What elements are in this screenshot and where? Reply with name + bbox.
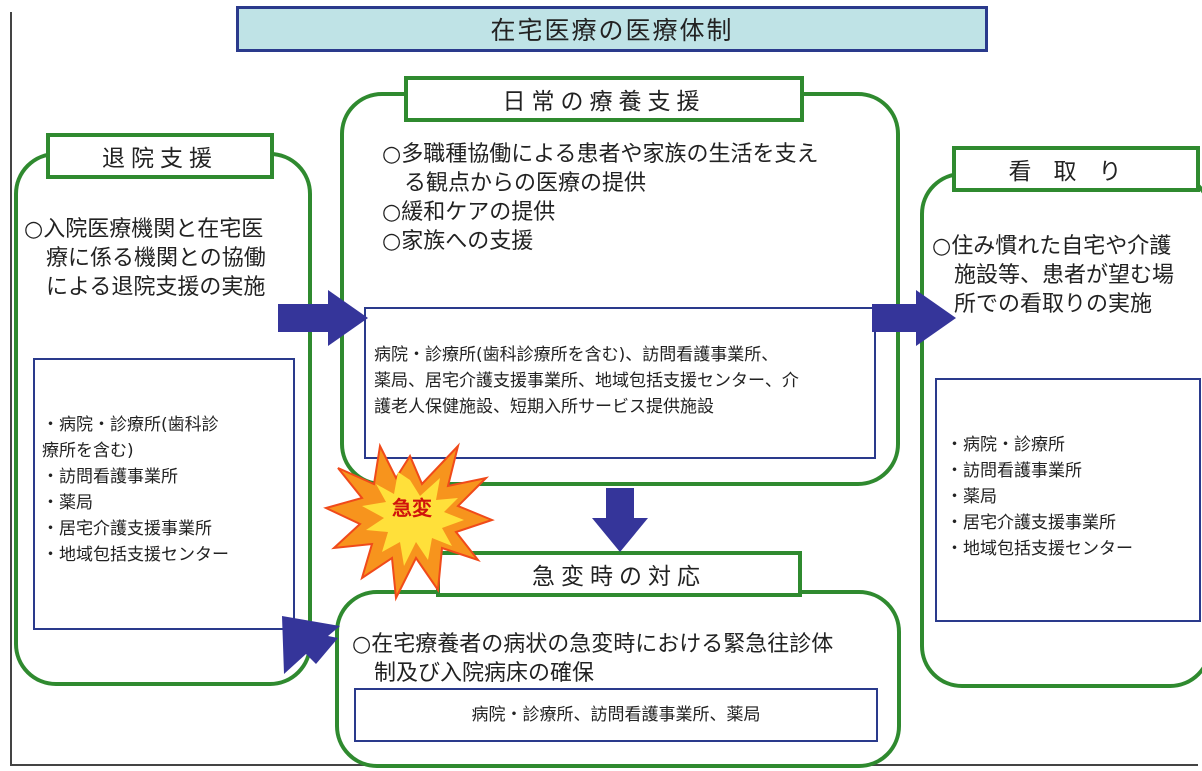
end-of-life-desc: ○住み慣れた自宅や介護 施設等、患者が望む場 所での看取りの実施 [932,234,1175,317]
discharge-support-label: 退院支援 [46,133,274,179]
arrow-daily-to-end-of-life [872,290,956,346]
daily-facilities-list: 病院・診療所(歯科診療所を含む)、訪問看護事業所、 薬局、居宅介護支援事業所、地… [374,345,799,417]
discharge-facilities-list: ・病院・診療所(歯科診 療所を含む) ・訪問看護事業所 ・薬局 ・居宅介護支援事… [42,415,229,565]
arrow-discharge-to-daily [278,290,368,346]
discharge-support-desc: ○入院医療機関と在宅医 療に係る機関との協働 による退院支援の実施 [24,217,266,300]
emergency-burst-label: 急変 [392,496,432,520]
emergency-facilities-box [354,688,878,742]
end-of-life-label: 看取り [952,146,1200,192]
emergency-facilities-list: 病院・診療所、訪問看護事業所、薬局 [471,705,761,725]
emergency-desc: ○在宅療養者の病状の急変時における緊急往診体 制及び入院病床の確保 [352,632,834,686]
page-title: 在宅医療の医療体制 [236,6,988,52]
arrow-emergency-to-discharge [282,616,340,674]
end-of-life-facilities-list: ・病院・診療所 ・訪問看護事業所 ・薬局 ・居宅介護支援事業所 ・地域包括支援セ… [946,435,1133,559]
emergency-label: 急変時の対応 [436,551,802,597]
daily-care-desc: ○多職種協働による患者や家族の生活を支え る観点からの医療の提供 ○緩和ケアの提… [382,142,819,254]
daily-care-label: 日常の療養支援 [404,76,804,122]
arrow-daily-to-emergency [592,488,648,552]
end-of-life-facilities-box [935,378,1201,622]
daily-facilities-box [364,307,876,459]
discharge-facilities-box [33,358,295,630]
